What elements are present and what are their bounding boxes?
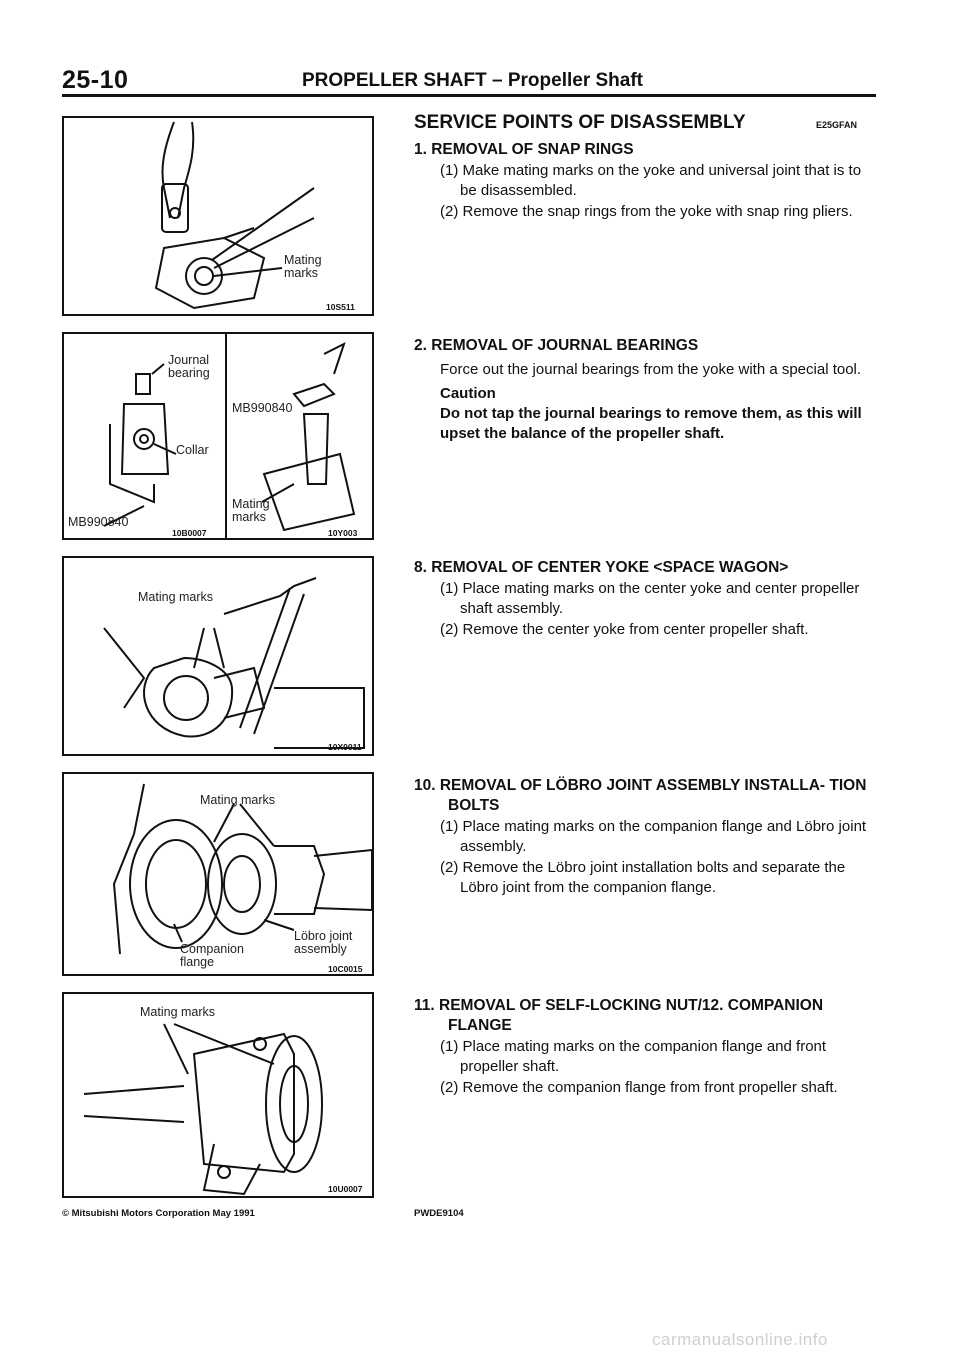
step-2: (2) Remove the companion flange from fro… (440, 1079, 838, 1096)
step-1: (1) Place mating marks on the companion … (440, 1038, 827, 1075)
journal-bearing-illustration (103, 334, 356, 538)
page-number: 25-10 (62, 66, 129, 94)
label-tool-right: MB990840 (232, 401, 293, 415)
figure-journal-bearing: Journal bearing Collar MB990840 10B0007 … (62, 332, 374, 540)
figure-code: 10U0007 (328, 1184, 363, 1194)
label-lobro-joint: Löbro joint (294, 929, 353, 943)
label-assembly: assembly (294, 942, 347, 956)
label-mating: Mating (284, 253, 322, 267)
step-1: (1) Make mating marks on the yoke and un… (440, 162, 862, 199)
page-title: PROPELLER SHAFT – Propeller Shaft (302, 70, 643, 91)
label-flange: flange (180, 955, 215, 969)
section-paragraph: Force out the journal bearings from the … (440, 361, 862, 378)
step-2: (2) Remove the Löbro joint installation … (440, 859, 846, 896)
figure-code: 10C0015 (328, 964, 363, 974)
figure-lobro-joint: Mating marks Löbro joint assembly Compan… (62, 772, 374, 976)
pliers-illustration (154, 121, 315, 310)
label-companion: Companion (180, 942, 244, 956)
label-journal: Journal (168, 353, 209, 367)
section-journal-bearings: 2. REMOVAL OF JOURNAL BEARINGS Force out… (414, 336, 880, 444)
label-collar: Collar (176, 443, 209, 457)
step-2: (2) Remove the center yoke from center p… (440, 621, 809, 638)
section-lobro-joint: 10. REMOVAL OF LÖBRO JOINT ASSEMBLY INST… (414, 776, 880, 899)
section-heading: 10. REMOVAL OF LÖBRO JOINT ASSEMBLY INST… (414, 777, 867, 814)
main-heading: SERVICE POINTS OF DISASSEMBLY (414, 112, 746, 133)
footer-doc-code: PWDE9104 (414, 1208, 464, 1219)
section-companion-flange: 11. REMOVAL OF SELF-LOCKING NUT/12. COMP… (414, 996, 880, 1099)
step-1: (1) Place mating marks on the center yok… (440, 580, 860, 617)
watermark: carmanualsonline.info (652, 1330, 828, 1349)
figure-code: 10X0011 (328, 742, 362, 752)
caution-title: Caution (440, 385, 496, 402)
footer-copyright: © Mitsubishi Motors Corporation May 1991 (62, 1208, 255, 1219)
section-heading: 8. REMOVAL OF CENTER YOKE <SPACE WAGON> (414, 559, 789, 576)
figure-code: 10S511 (326, 302, 355, 312)
label-tool-left: MB990840 (68, 515, 129, 529)
label-marks: marks (284, 266, 319, 280)
figure-center-yoke: Mating marks 10X0011 (62, 556, 374, 756)
section-center-yoke: 8. REMOVAL OF CENTER YOKE <SPACE WAGON> … (414, 558, 880, 641)
step-1: (1) Place mating marks on the companion … (440, 818, 867, 855)
step-2: (2) Remove the snap rings from the yoke … (440, 203, 853, 220)
companion-flange-illustration (83, 1023, 323, 1196)
label-mating-marks: Mating marks (200, 793, 276, 807)
section-heading: 2. REMOVAL OF JOURNAL BEARINGS (414, 337, 699, 354)
label-bearing: bearing (168, 366, 210, 380)
section-snap-rings: 1. REMOVAL OF SNAP RINGS (1) Make mating… (414, 140, 880, 223)
figure-companion-flange: Mating marks 10U0007 (62, 992, 374, 1198)
section-heading: 1. REMOVAL OF SNAP RINGS (414, 141, 634, 158)
label-marks: marks (232, 510, 267, 524)
figure-code-right: 10Y003 (328, 528, 358, 538)
section-heading: 11. REMOVAL OF SELF-LOCKING NUT/12. COMP… (414, 997, 824, 1034)
caution-text: Do not tap the journal bearings to remov… (440, 405, 862, 442)
label-mating-marks: Mating marks (140, 1005, 216, 1019)
label-mating-marks: Mating marks (138, 590, 214, 604)
figure-snap-ring-pliers: Mating marks 10S511 (62, 116, 374, 316)
label-mating: Mating (232, 497, 270, 511)
header-rule (62, 94, 876, 97)
figure-code-left: 10B0007 (172, 528, 207, 538)
main-code: E25GFAN (816, 120, 858, 130)
lobro-joint-illustration (112, 783, 372, 955)
center-yoke-illustration (103, 577, 365, 749)
